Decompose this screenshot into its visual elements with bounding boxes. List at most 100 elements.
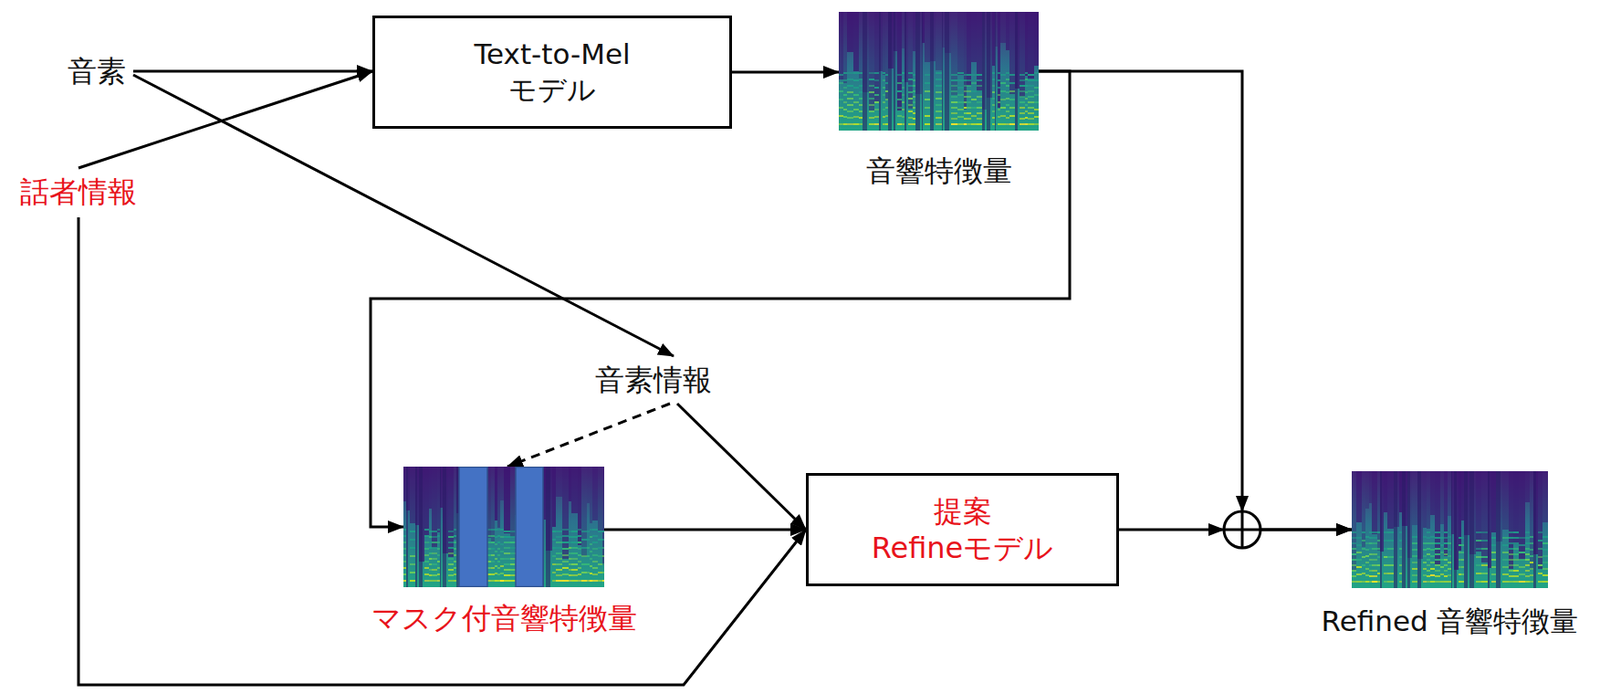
spectrogram-harmonic [1513,558,1519,561]
spectrogram-harmonic [494,564,498,567]
spectrogram-harmonic [1525,575,1530,577]
spectrogram-harmonic [1529,574,1534,576]
spectrogram-harmonic [1034,115,1039,118]
spectrogram-harmonic [951,112,958,115]
spectrogram-harmonic [1027,123,1035,126]
spectrogram-harmonic [1508,536,1514,539]
spectrogram-harmonic [1024,123,1028,126]
spectrogram-texture [904,11,907,131]
spectrogram-harmonic [874,79,879,82]
spectrogram-harmonic [581,554,587,557]
spectrogram-harmonic [555,579,563,582]
spectrogram-harmonic [555,535,563,538]
spectrogram-harmonic [1024,72,1028,74]
spectrogram-harmonic [1542,554,1548,557]
spectrogram-texture [500,466,504,501]
spectrogram-harmonic [935,123,942,126]
spectrogram-texture [494,466,498,521]
spectrogram-harmonic [963,106,967,109]
spectrogram-harmonic [901,94,905,96]
spectrogram-harmonic [1383,580,1388,583]
spectrogram-harmonic [885,82,889,84]
spectrogram-texture [1458,470,1462,551]
spectrogram-harmonic [555,552,563,555]
spectrogram-harmonic [448,535,454,538]
spectrogram-texture [409,466,416,523]
spectrogram-harmonic [503,568,511,571]
spectrogram-harmonic [868,72,875,74]
spectrogram-harmonic [589,564,593,567]
spectrogram-ground [403,466,605,587]
spectrogram-harmonic [901,115,905,118]
spectrogram-harmonic [1447,554,1452,557]
spectrogram-harmonic [1387,547,1394,550]
spectrogram-texture [1434,470,1441,565]
spectrogram-harmonic [976,95,983,98]
spectrogram-harmonic [577,528,582,531]
spectrogram-harmonic [497,547,501,550]
spectrogram-harmonic [500,572,504,575]
spectrogram-ground [1351,470,1548,588]
spectrogram-harmonic [966,106,972,109]
spectrogram-harmonic [1365,567,1370,570]
spectrogram-harmonic [453,528,457,531]
spectrogram-harmonic [1361,572,1366,575]
spectrogram-harmonic [500,535,504,538]
spectrogram-harmonic [1369,558,1372,561]
spectrogram-harmonic [1458,573,1462,576]
spectrogram-harmonic [428,579,432,582]
spectrogram-harmonic [491,579,495,582]
spectrogram-harmonic [589,543,593,545]
spectrogram-harmonic [935,91,942,94]
spectrogram-harmonic [597,579,603,582]
spectrogram-harmonic [1361,580,1366,583]
spectrogram-harmonic [555,568,563,571]
spectrogram-harmonic [912,117,916,120]
spectrogram-harmonic [1481,555,1488,558]
spectrogram-harmonic [997,101,1001,104]
spectrogram-harmonic [963,90,967,93]
spectrogram-harmonic [437,547,440,550]
spectrogram-harmonic [1005,84,1010,87]
connector-arrow [1038,71,1352,530]
spectrogram-harmonic [1502,558,1509,561]
spectrogram-harmonic [1361,539,1366,542]
spectrogram-harmonic [912,95,916,98]
spectrogram-harmonic [847,110,854,113]
spectrogram-harmonic [1422,542,1427,544]
spectrogram-harmonic [409,563,416,565]
spectrogram-texture [915,11,921,131]
spectrogram-harmonic [897,98,902,101]
spectrogram-harmonic [1430,542,1435,544]
spectrogram-harmonic [494,557,498,560]
spectrogram-harmonic [882,79,886,82]
spectrogram-harmonic [510,557,515,560]
spectrogram-harmonic [912,123,916,126]
process-box: Text-to-Mel モデル [372,15,733,129]
spectrogram-harmonic [1434,531,1441,534]
spectrogram-harmonic [1443,547,1448,550]
spectrogram-texture [1009,11,1015,95]
spectrogram-harmonic [1513,580,1519,583]
spectrogram-harmonic [912,90,916,93]
spectrogram-harmonic [908,72,913,74]
spectrogram-harmonic [1475,572,1482,575]
spectrogram-texture [901,11,905,49]
spectrogram-harmonic [491,528,495,531]
spectrogram-harmonic [1351,553,1357,555]
spectrogram-harmonic [510,530,515,533]
spectrogram-harmonic [431,535,438,538]
spectrogram-harmonic [1461,536,1465,539]
spectrogram-harmonic [568,546,572,549]
spectrogram-harmonic [1351,536,1357,539]
spectrogram-harmonic [453,547,457,550]
spectrogram-harmonic [571,557,578,560]
spectrogram-harmonic [586,530,590,533]
spectrogram-harmonic [957,94,964,96]
spectrogram-harmonic [409,571,416,574]
spectrogram-harmonic [858,72,863,74]
spectrogram-harmonic [882,72,886,74]
spectrogram-harmonic [571,574,578,576]
spectrogram-harmonic [431,557,438,560]
spectrogram-harmonic [971,90,977,93]
